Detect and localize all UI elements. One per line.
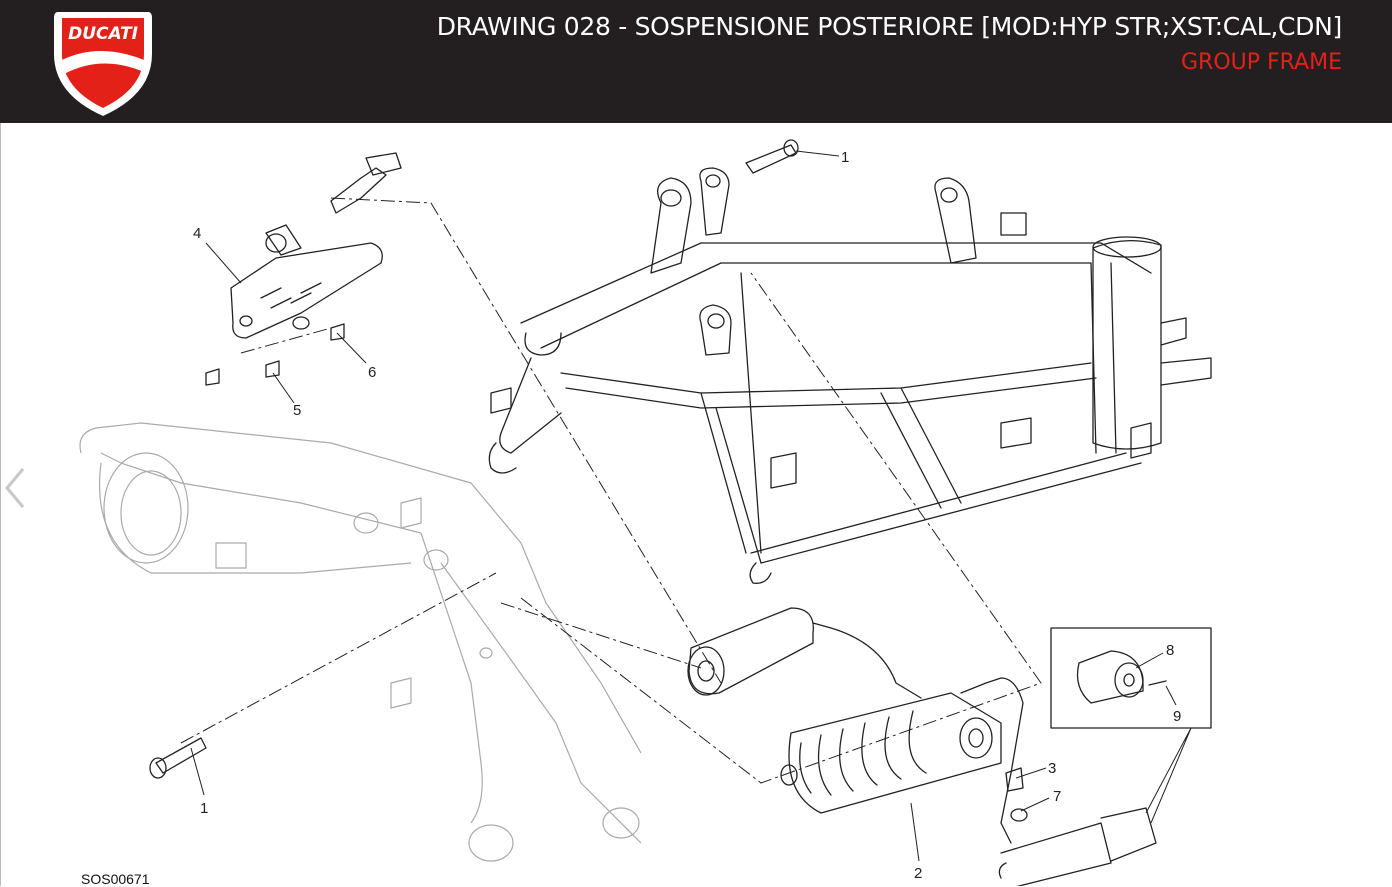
callout-4[interactable]: 4: [193, 225, 201, 242]
swingarm: [79, 422, 642, 862]
suspension-diagram: 1 2 3 4 5 6 7 8 9 1: [79, 139, 1212, 886]
callout-3[interactable]: 3: [1048, 760, 1056, 777]
group-link[interactable]: GROUP FRAME: [1181, 50, 1342, 75]
rear-shock-absorber: [687, 607, 1157, 886]
fasteners: [149, 139, 1028, 822]
callout-6[interactable]: 6: [368, 364, 376, 381]
callout-2[interactable]: 2: [914, 865, 922, 882]
svg-text:DUCATI: DUCATI: [68, 24, 138, 44]
frame: [488, 167, 1212, 584]
callout-leaders: [190, 150, 1177, 862]
assembly-lines: [180, 197, 1042, 784]
callout-labels: 1 2 3 4 5 6 7 8 9 1: [193, 149, 1181, 882]
callout-9[interactable]: 9: [1173, 708, 1181, 725]
callout-5[interactable]: 5: [293, 402, 301, 419]
drawing-code: SOS00671: [81, 871, 150, 887]
exploded-drawing: 1 2 3 4 5 6 7 8 9 1 SOS00671: [0, 123, 1392, 887]
inset-adjuster: [1050, 627, 1212, 824]
chevron-left-icon[interactable]: [1, 463, 31, 513]
page-title: DRAWING 028 - SOSPENSIONE POSTERIORE [MO…: [436, 12, 1343, 41]
ducati-logo-icon[interactable]: DUCATI: [44, 2, 162, 120]
shock-bracket: [230, 152, 402, 339]
callout-8[interactable]: 8: [1166, 642, 1174, 659]
callout-7[interactable]: 7: [1053, 788, 1061, 805]
header-bar: DUCATI DRAWING 028 - SOSPENSIONE POSTERI…: [0, 0, 1392, 123]
callout-1-top[interactable]: 1: [841, 149, 849, 166]
callout-1-bottom[interactable]: 1: [200, 800, 208, 817]
